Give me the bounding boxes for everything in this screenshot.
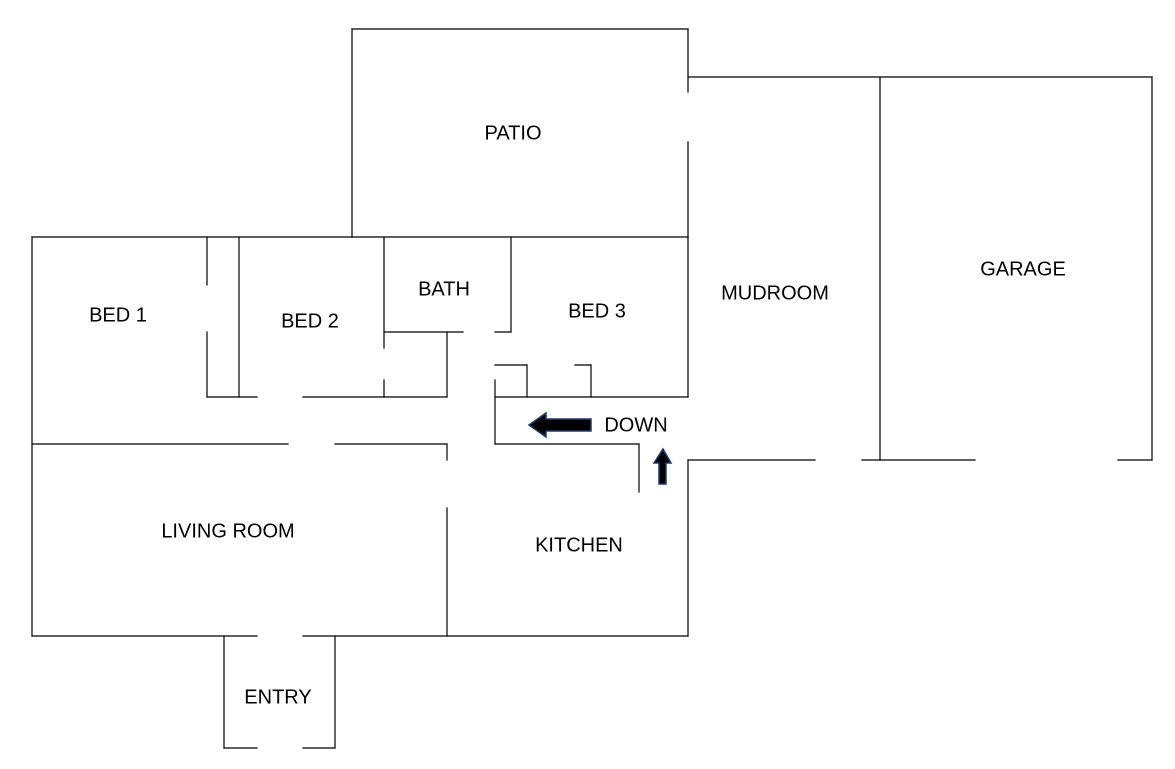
mudroom-garage-walls — [687, 76, 1153, 461]
patio-walls — [351, 28, 689, 238]
room-label-bed2: BED 2 — [281, 310, 339, 332]
living-kitchen-walls — [31, 443, 448, 637]
outer-walls — [31, 236, 689, 637]
bedroom-walls — [206, 236, 448, 398]
stair-walls — [494, 443, 640, 493]
room-label-mudroom: MUDROOM — [721, 282, 829, 304]
room-label-entry: ENTRY — [244, 686, 311, 708]
stairs-label: DOWN — [604, 414, 667, 436]
entry-walls — [223, 635, 336, 749]
room-label-bed3: BED 3 — [568, 300, 626, 322]
bath-bed3-walls — [383, 236, 689, 445]
up-arrow-icon — [652, 447, 673, 485]
room-label-patio: PATIO — [484, 122, 541, 144]
room-label-living-room: LIVING ROOM — [161, 520, 294, 542]
room-label-kitchen: KITCHEN — [535, 534, 623, 556]
room-label-bath: BATH — [418, 278, 470, 300]
room-label-garage: GARAGE — [980, 258, 1066, 280]
room-label-bed1: BED 1 — [89, 304, 147, 326]
left-arrow-icon — [527, 411, 592, 439]
